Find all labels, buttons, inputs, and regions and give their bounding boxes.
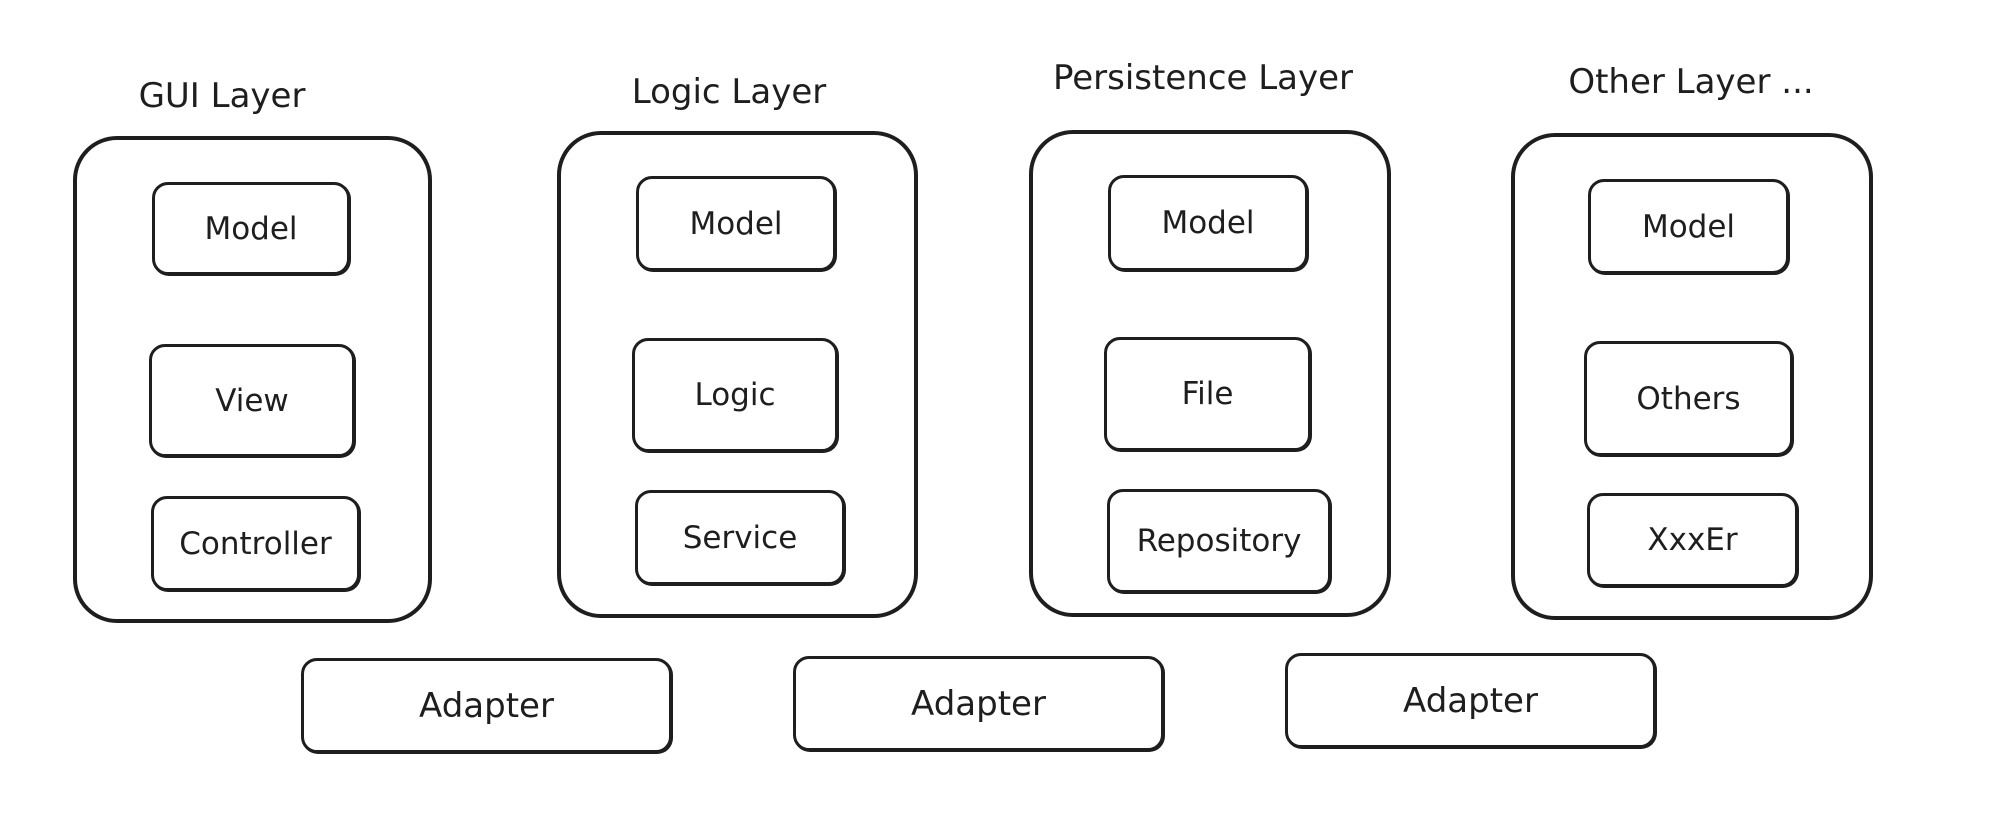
component-box-logic-logic: Logic (632, 338, 838, 452)
layer-title-logic: Logic Layer (631, 72, 827, 112)
component-box-other-others: Others (1584, 341, 1793, 456)
layer-title-persistence: Persistence Layer (1052, 58, 1354, 98)
component-box-persistence-model: Model (1108, 175, 1308, 271)
component-box-other-xxxer: XxxEr (1587, 493, 1798, 587)
component-box-gui-controller: Controller (151, 496, 360, 591)
adapter-box-3: Adapter (1285, 653, 1656, 748)
component-box-logic-model: Model (636, 176, 836, 271)
component-box-gui-view: View (149, 344, 355, 457)
layer-title-gui: GUI Layer (138, 76, 306, 116)
adapter-box-2: Adapter (793, 656, 1164, 751)
component-box-persistence-file: File (1104, 337, 1311, 451)
component-box-logic-service: Service (635, 490, 845, 585)
layer-title-other: Other Layer ... (1568, 62, 1814, 102)
adapter-box-1: Adapter (301, 658, 672, 753)
component-box-gui-model: Model (152, 182, 350, 275)
component-box-persistence-repository: Repository (1107, 489, 1331, 593)
component-box-other-model: Model (1588, 179, 1789, 274)
